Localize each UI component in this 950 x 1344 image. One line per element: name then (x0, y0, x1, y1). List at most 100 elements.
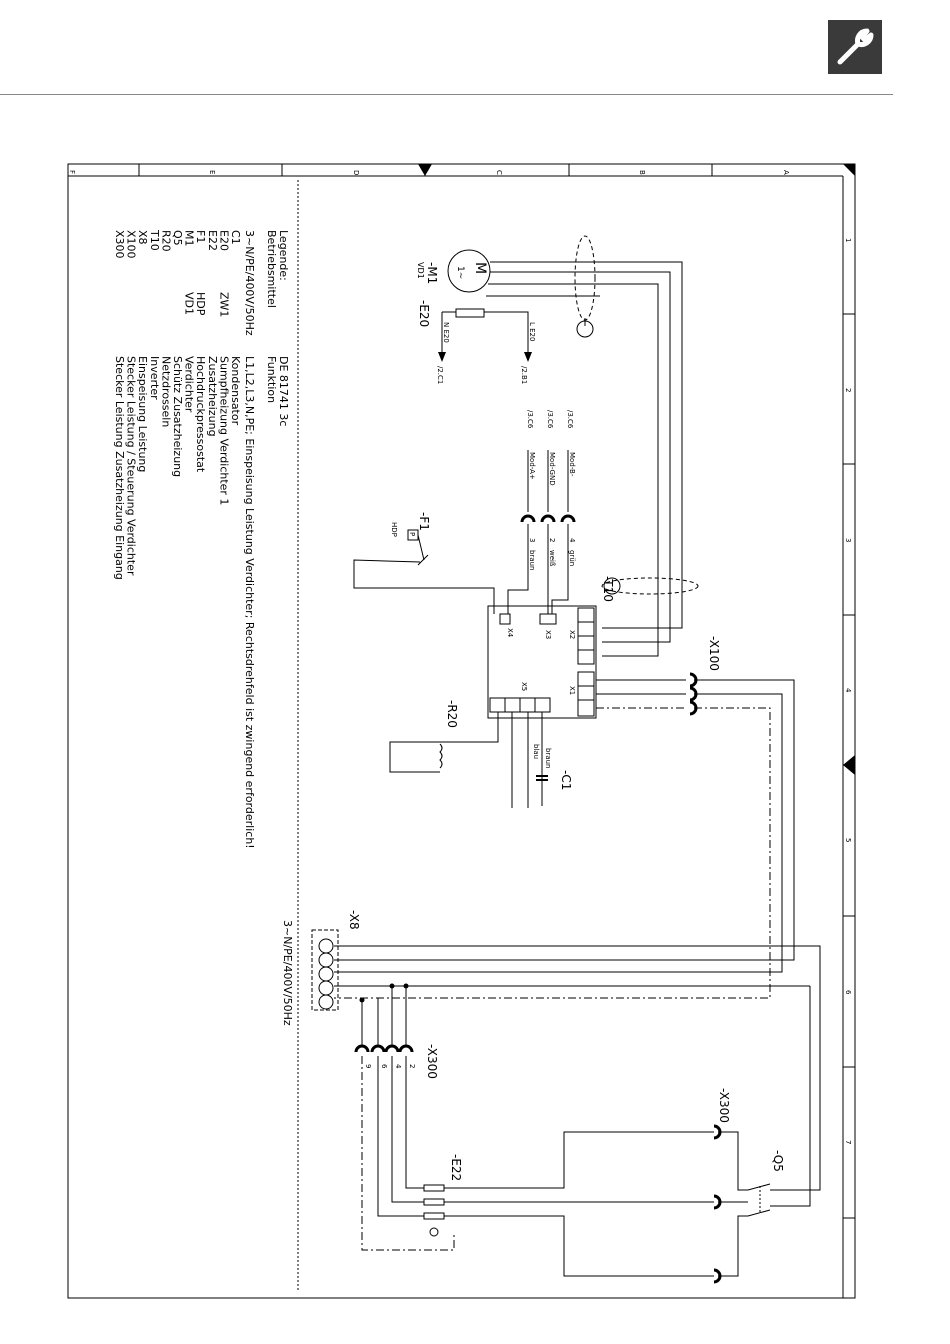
col-letter-e: E (208, 170, 216, 174)
legend-item-tag: VD1 (183, 292, 196, 315)
motor-symbol-letter: M (472, 262, 488, 274)
plug-x300-6 (370, 1044, 386, 1053)
header-rule (0, 94, 893, 95)
x8-l1 (318, 938, 334, 954)
c1-label: -C1 (559, 770, 573, 790)
legend-item-code: C1 (229, 230, 242, 245)
e20-l-label: L E20 (528, 322, 536, 341)
x300-pin-9: 9 (364, 1064, 372, 1068)
wrench-icon (837, 28, 874, 65)
f1-label: -F1 (417, 512, 431, 531)
x8-l3 (318, 966, 334, 982)
x8-label: -X8 (347, 910, 361, 930)
wire-blau-c1: blau (532, 744, 540, 759)
x8-connector (311, 929, 339, 1011)
e22-label: -E22 (449, 1154, 463, 1181)
cable-shield-t10 (601, 577, 699, 595)
x8-supply-label: 3~N/PE/400V/50Hz (281, 920, 294, 1026)
terminal-x4 (499, 613, 511, 625)
legend-item-desc: Sumpfheizung Verdichter 1 (217, 356, 230, 505)
centering-marker-top (418, 164, 432, 176)
plug-mod-b (560, 514, 576, 523)
row-number-4: 4 (844, 688, 852, 693)
heater-e20 (455, 308, 485, 318)
earth-symbol-t10 (603, 577, 621, 595)
legend-item-desc: Inverter (148, 356, 161, 400)
e22-element-1 (423, 1184, 445, 1192)
e22-element-3 (423, 1212, 445, 1220)
legend-item-desc: Schütz Zusatzheizung (171, 356, 184, 477)
terminal-x1 (577, 671, 595, 717)
col-letter-b: B (638, 170, 646, 175)
wire-weiss: weiß (548, 550, 556, 567)
col-letter-d: D (352, 170, 360, 175)
plug-x300-2 (398, 1044, 414, 1053)
legend-item-tag: ZW1 (217, 292, 230, 317)
legend-subtitle: Betriebsmittel (265, 230, 278, 308)
x1-label: X1 (568, 686, 576, 695)
plug-x300-9 (354, 1044, 370, 1053)
q5-contact-2 (747, 1209, 771, 1217)
motor-m1-symbol (447, 249, 491, 293)
ref-3c6-1: /3.C6 (566, 410, 574, 429)
x5-label: X5 (520, 682, 528, 691)
x100-label: -X100 (707, 636, 721, 671)
wrench-icon-box (828, 20, 882, 74)
row-number-3: 3 (844, 538, 852, 542)
legend-item-code: X100 (125, 230, 138, 259)
legend-item-desc: Stecker Leistung / Steuerung Verdichter (125, 356, 138, 576)
row-number-1: 1 (844, 238, 852, 242)
x300-label-2: -X300 (717, 1088, 731, 1123)
x3-label: X3 (544, 630, 552, 639)
e20-n-label: N E20 (442, 322, 450, 343)
col-letter-a: A (782, 170, 790, 175)
legend-item-desc: Stecker Leistung Zusatzheizung Eingang (113, 356, 126, 580)
legend-item-code: R20 (159, 230, 172, 252)
f1-sub: HDP (390, 522, 398, 537)
r20-label: -R20 (445, 700, 459, 728)
plug-mod-a (520, 514, 536, 523)
t10-label: -T10 (601, 576, 615, 602)
f1-p-label: P (408, 532, 416, 536)
wire-gruen: grün (568, 550, 576, 566)
legend-item-code: E22 (206, 230, 219, 251)
pin-3: 3 (528, 538, 536, 542)
pin-2: 2 (548, 538, 556, 542)
e22-element-2 (423, 1198, 445, 1206)
ref-2b1: /2.B1 (520, 366, 528, 384)
arrow-2b1 (524, 352, 532, 362)
legend-supply: 3~N/PE/400V/50Hz (243, 230, 256, 336)
q5-label: -Q5 (771, 1150, 785, 1172)
legend-item-desc: Einspeisung Leistung (136, 356, 149, 472)
row-number-5: 5 (844, 838, 852, 842)
legend-doc-number: DE 81741 3c (277, 356, 290, 426)
x300-label: -X300 (425, 1044, 439, 1079)
x300-pin-2: 2 (408, 1064, 416, 1068)
wire-braun-c1: braun (544, 748, 552, 768)
x8-l2 (318, 952, 334, 968)
e22-pe (429, 1227, 439, 1237)
row-number-7: 7 (844, 1140, 852, 1144)
frame-corner-marker (843, 164, 855, 176)
pin-4: 4 (568, 538, 576, 543)
col-letter-f: F (68, 170, 76, 174)
plug-mod-gnd (540, 514, 556, 523)
legend-item-code: M1 (183, 230, 196, 247)
ref-3c6-2: /3.C6 (546, 410, 554, 429)
mod-a-label: Mod-A+ (528, 452, 536, 480)
r20-wire (389, 712, 499, 773)
x8-pe (318, 994, 334, 1010)
m1-sub: VD1 (416, 262, 425, 279)
row-number-2: 2 (844, 388, 852, 392)
legend-funktion: Funktion (265, 356, 278, 403)
legend-item-desc: Zusatzheizung (206, 356, 219, 437)
legend-item-code: Q5 (171, 230, 184, 246)
frame-border (67, 163, 856, 1299)
col-letter-c: C (495, 170, 503, 175)
legend-item-desc: Netzdrosseln (159, 356, 172, 427)
x300-pin-6: 6 (380, 1064, 388, 1069)
legend-title: Legende: (277, 230, 290, 281)
arrow-2c1 (438, 352, 446, 362)
